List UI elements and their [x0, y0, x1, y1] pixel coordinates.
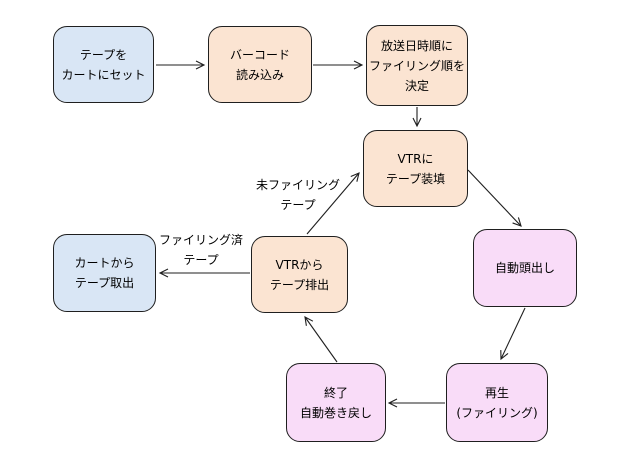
node-label-line: (ファイリング): [456, 405, 538, 420]
node-label-line: テープを: [79, 47, 128, 62]
node-cart-remove: カートから テープ取出: [53, 234, 156, 312]
node-barcode-read: バーコード 読み込み: [208, 26, 312, 103]
node-label-line: カートにセット: [61, 67, 146, 82]
node-end-rewind: 終了 自動巻き戻し: [286, 363, 386, 442]
node-label-line: 終了: [323, 385, 348, 400]
node-label-line: テープ排出: [269, 277, 330, 292]
arrow-end-rewind-to-eject: [304, 315, 338, 363]
node-label-line: 決定: [404, 78, 429, 93]
node-label-line: テープ装填: [385, 171, 446, 186]
node-auto-cue: 自動頭出し: [473, 229, 577, 307]
node-vtr-load: VTRに テープ装填: [363, 130, 468, 207]
node-label-line: ファイリング順を: [368, 58, 465, 73]
edge-label-line: テープ: [183, 253, 219, 267]
node-label-line: 放送日時順に: [380, 38, 453, 53]
edge-label-filed-tape: ファイリング済 テープ: [157, 230, 245, 270]
node-label-line: VTRから: [275, 257, 324, 272]
node-label-line: カートから: [74, 256, 135, 270]
node-label-line: 読み込み: [235, 67, 284, 82]
node-vtr-eject: VTRから テープ排出: [251, 236, 348, 313]
node-tape-set-on-cart: テープを カートにセット: [53, 26, 154, 103]
arrow-vtr-load-to-auto-cue: [467, 169, 522, 227]
node-play-filing: 再生 (ファイリング): [446, 363, 548, 442]
edge-label-line: テープ: [280, 198, 316, 212]
node-filing-order: 放送日時順に ファイリング順を 決定: [366, 25, 468, 106]
edge-label-unfiled-tape: 未ファイリング テープ: [248, 175, 348, 215]
node-label-line: バーコード: [229, 47, 290, 62]
arrow-auto-cue-to-play: [500, 307, 526, 361]
node-label-line: 自動頭出し: [494, 261, 555, 275]
edge-label-line: ファイリング済: [158, 233, 243, 247]
edge-label-line: 未ファイリング: [255, 178, 340, 192]
node-label-line: 自動巻き戻し: [299, 405, 372, 420]
node-label-line: 再生: [484, 385, 509, 400]
node-label-line: テープ取出: [74, 276, 135, 290]
node-label-line: VTRに: [397, 151, 434, 166]
